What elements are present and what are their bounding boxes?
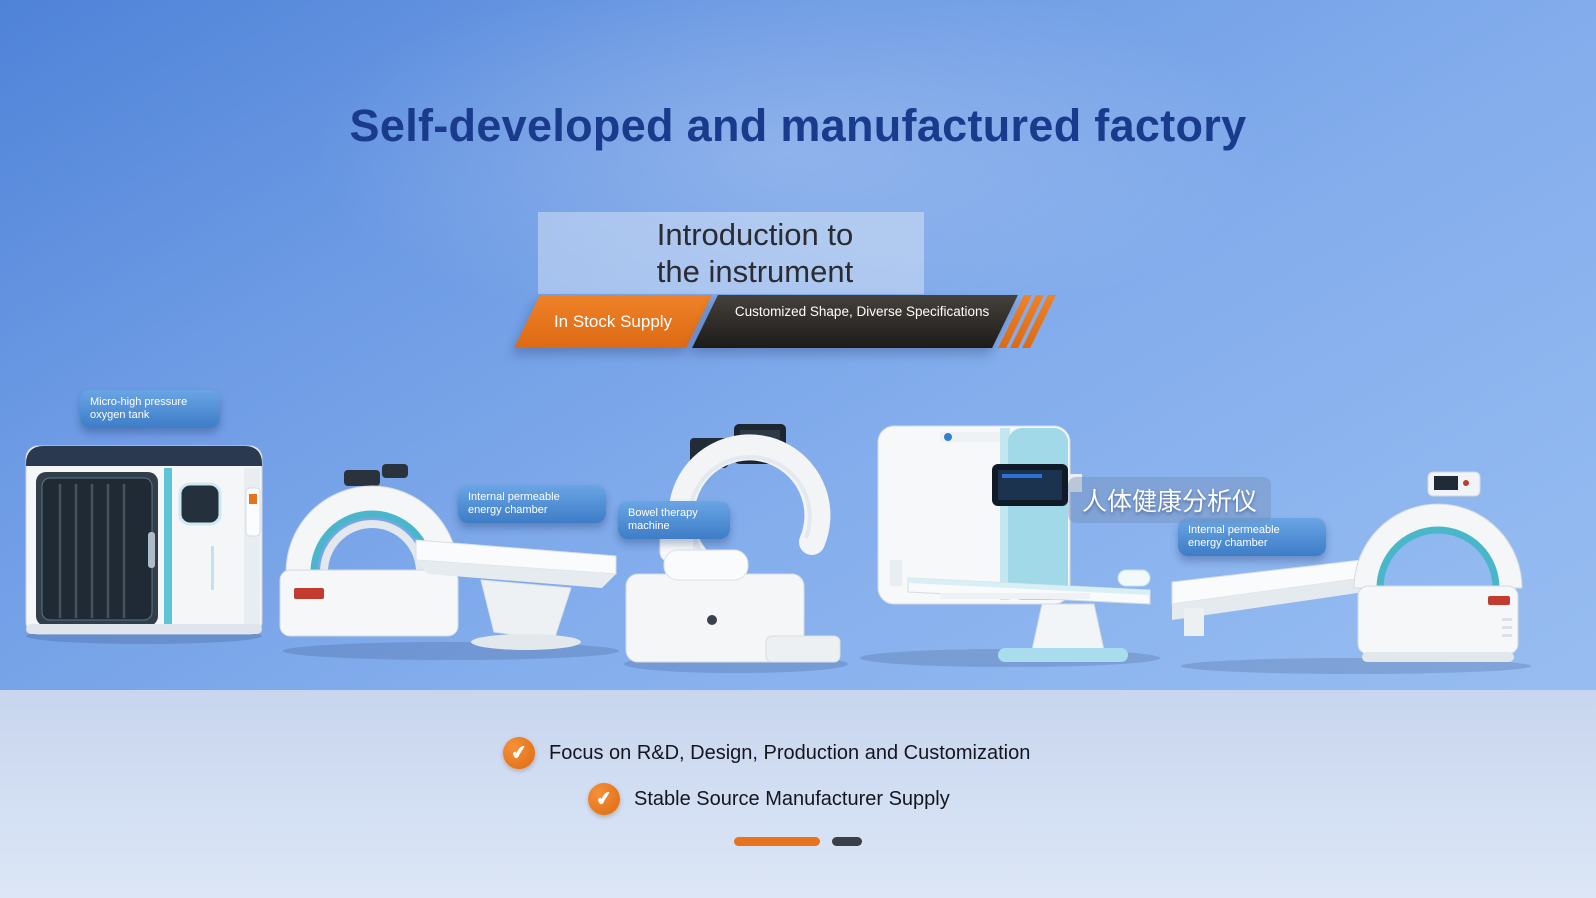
banner-instock: In Stock Supply [514, 295, 712, 348]
product-image-oxygen-tank [18, 428, 270, 646]
feature-item-rd: ✔ Focus on R&D, Design, Production and C… [500, 734, 1031, 772]
header-glow [320, 0, 1260, 340]
product-label-energy-chamber-right: Internal permeable energy chamber [1178, 518, 1326, 556]
product-image-energy-chamber-left [266, 436, 622, 664]
feature-text: Focus on R&D, Design, Production and Cus… [549, 741, 1031, 764]
product-label-energy-chamber-left: Internal permeable energy chamber [458, 485, 606, 523]
product-image-bowel-therapy [616, 424, 858, 676]
product-label-oxygen-tank: Micro-high pressure oxygen tank [80, 390, 220, 428]
product-label-bowel-therapy: Bowel therapy machine [618, 501, 730, 539]
product-image-energy-chamber-right [1166, 470, 1534, 676]
footer-band [0, 690, 1596, 898]
section-subtitle: Introduction to the instrument [656, 217, 854, 289]
product-image-health-analyzer [850, 412, 1172, 670]
feature-item-supply: ✔ Stable Source Manufacturer Supply [585, 780, 950, 818]
banner-custom-label: Customized Shape, Diverse Specifications [734, 304, 990, 319]
banner-instock-label: In Stock Supply [553, 312, 673, 331]
banner: In Stock Supply Customized Shape, Divers… [514, 295, 1075, 348]
feature-text: Stable Source Manufacturer Supply [634, 787, 950, 810]
check-icon: ✔ [585, 780, 623, 818]
banner-custom: Customized Shape, Diverse Specifications [692, 295, 1018, 348]
carousel-indicator-inactive[interactable] [832, 837, 862, 846]
product-label-health-analyzer: 人体健康分析仪 [1068, 477, 1272, 523]
subtitle-backdrop [538, 212, 924, 294]
page-title: Self-developed and manufactured factory [349, 100, 1247, 151]
carousel-indicator-active[interactable] [734, 837, 820, 846]
check-icon: ✔ [500, 734, 538, 772]
carousel-indicators [0, 837, 1596, 846]
